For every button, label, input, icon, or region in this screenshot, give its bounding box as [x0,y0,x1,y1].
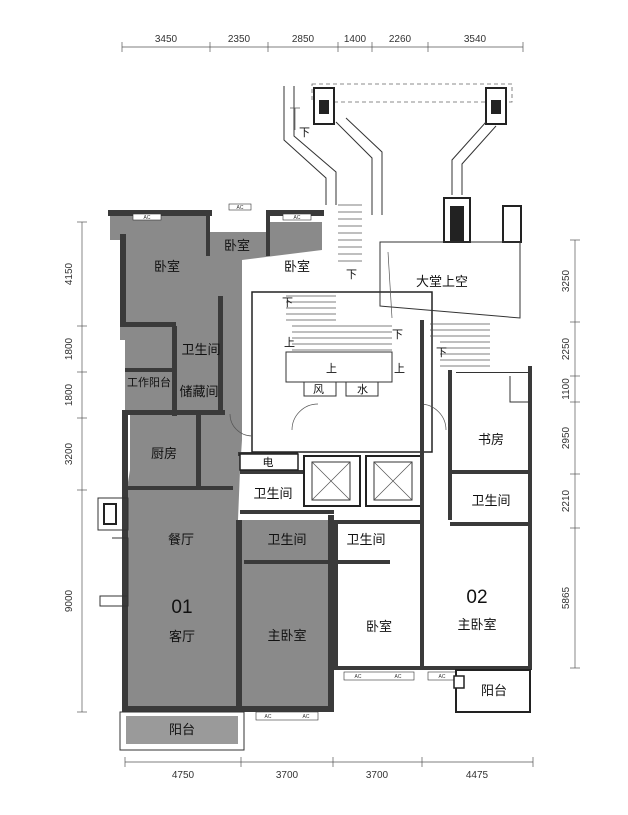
ac-label-2: AC [237,205,244,211]
lobby-void: 大堂上空 [379,241,521,319]
unit-02: AC AC AC AC [334,320,532,713]
u2-study-label: 书房 [478,432,504,448]
dim-left-5: 9000 [64,589,75,612]
u1-dining-label: 餐厅 [168,532,194,548]
core: 上 上 上 下 下 下 下 风 水 电 [229,204,490,507]
roof-vent-structures: 下 [283,83,522,243]
u1-bath-lower-label: 卫生间 [267,533,306,548]
dim-bottom-1: 4750 [172,770,195,781]
dim-left-2: 1800 [64,337,75,360]
dim-bottom-2: 3700 [276,770,299,781]
stair-up-label-1: 上 [284,336,295,349]
stair-up-label-2: 上 [326,362,337,375]
dim-bottom-3: 3700 [366,770,389,781]
u1-bedroom-mid-label: 卧室 [224,238,250,254]
stair-down-label-3: 下 [436,346,447,359]
u1-balcony-label: 阳台 [169,723,195,738]
electric-room-label: 电 [263,456,274,469]
u2-bath-a-label: 卫生间 [471,494,510,509]
u2-bath-b-label: 卫生间 [346,533,385,548]
dim-left-1: 4150 [64,262,75,285]
u1-living-label: 客厅 [169,629,195,645]
u2-balcony-label: 阳台 [481,684,507,699]
dim-right-6: 5865 [561,586,572,609]
dim-left-3: 1800 [64,383,75,406]
dim-top-6: 3540 [464,34,487,45]
dim-top-2: 2350 [228,34,251,45]
u1-bath-mid-label: 卫生间 [253,487,292,502]
stair-down-label-4: 下 [346,268,357,281]
u1-kitchen-label: 厨房 [151,446,177,462]
ac-label-7: AC [395,674,402,680]
dim-bottom-4: 4475 [466,770,489,781]
u1-work-balcony-label: 工作阳台 [127,375,171,389]
dim-top-4: 1400 [344,34,367,45]
u1-storage-label: 储藏间 [179,385,218,400]
dim-left-4: 3200 [64,442,75,465]
stair-down-label-1: 下 [282,296,293,309]
u1-bedroom-right-label: 卧室 [284,259,310,275]
dim-top-5: 2260 [389,34,412,45]
ac-label-1: AC [144,215,151,221]
dim-top-1: 3450 [155,34,178,45]
dim-right-1: 3250 [561,269,572,292]
stair-down-label-2: 下 [392,328,403,341]
dimension-top: 3450 2350 2850 1400 2260 3540 [121,34,524,52]
dim-top-3: 2850 [292,34,315,45]
u1-bath-top-label: 卫生间 [181,343,220,358]
lobby-void-label: 大堂上空 [416,275,468,290]
dimension-bottom: 4750 3700 3700 4475 [124,757,534,781]
ac-label-5: AC [303,714,310,720]
dimension-left: 4150 1800 1800 3200 9000 [64,221,87,713]
unit-02-number: 02 [466,587,487,608]
vent-down-label: 下 [299,126,310,139]
stair-up-label-3: 上 [394,362,405,375]
ac-label-3: AC [294,215,301,221]
wind-shaft-label: 风 [313,383,324,396]
dim-right-3: 1100 [561,378,572,400]
dim-right-4: 2950 [561,426,572,449]
u1-bedroom-left-label: 卧室 [154,259,180,275]
ac-label-8: AC [439,674,446,680]
ac-label-4: AC [265,714,272,720]
u2-master-label: 主卧室 [457,617,496,633]
water-shaft-label: 水 [357,383,368,396]
u1-master-label: 主卧室 [267,628,306,644]
dim-right-5: 2210 [561,489,572,512]
unit-01-number: 01 [171,597,192,618]
dim-right-2: 2250 [561,337,572,360]
dimension-right: 3250 2250 1100 2950 2210 5865 [561,239,580,669]
u2-bedroom-label: 卧室 [366,619,392,635]
unit-01: AC AC AC AC AC [97,203,334,751]
ac-label-6: AC [355,674,362,680]
